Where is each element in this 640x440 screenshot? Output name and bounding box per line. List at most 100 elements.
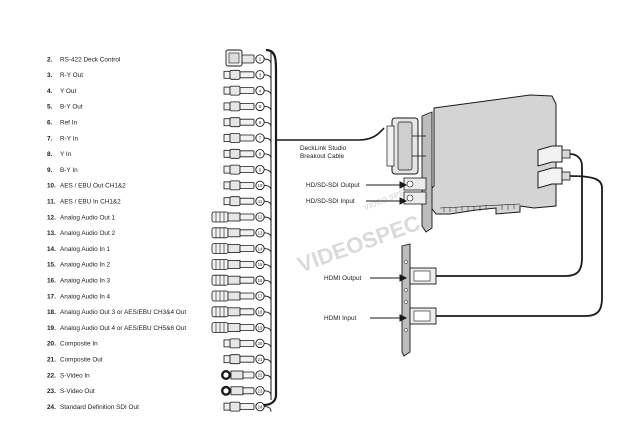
connector-number: 22. [47, 372, 56, 379]
connector-number: 19. [47, 325, 56, 332]
cable-number-tag: 12 [255, 212, 272, 223]
connector-row: 23. S-Video Out 23 [47, 385, 272, 396]
deck-plug-icon [225, 49, 255, 67]
cable-tag-number: 23 [258, 389, 263, 394]
bnc-plug-icon [223, 133, 255, 143]
xlr-plug-icon [211, 274, 255, 286]
connector-label: Standard Definition SDI Out [60, 404, 139, 411]
cable-tag-number: 5 [259, 104, 262, 109]
connector-number: 12. [47, 214, 56, 221]
bnc-plug-icon [223, 117, 255, 128]
connector-label: R-Y Out [60, 72, 83, 79]
breakout-cable-line [276, 127, 385, 141]
cable-number-tag: 4 [255, 85, 272, 96]
cable-tag-number: 8 [259, 152, 262, 157]
bnc-plug-icon [223, 164, 255, 175]
card-hdmi-ports [537, 145, 571, 189]
connector-number: 23. [47, 388, 56, 395]
connector-label: Analog Audio Out 4 or AES/EBU CH5&6 Out [60, 325, 186, 332]
hdmi-input-label: HDMI Input [324, 315, 357, 322]
connector-row: 2. RS-422 Deck Control 2 [47, 49, 272, 67]
cable-tag-number: 7 [259, 136, 262, 141]
xlr-plug-icon [211, 211, 255, 223]
connector-row: 6. Ref In 6 [47, 117, 272, 128]
hdmi-arrows [370, 274, 408, 322]
bnc-plug-icon [223, 69, 255, 80]
sdi-arrows [366, 181, 408, 205]
bnc-plug-icon [223, 148, 255, 159]
connector-number: 9. [47, 167, 53, 174]
cable-tag-number: 17 [258, 294, 263, 299]
connector-label: Composite In [60, 341, 98, 348]
bnc-plug-icon [223, 354, 255, 365]
cable-tag-number: 2 [259, 57, 262, 62]
connector-label: AES / EBU In CH1&2 [60, 199, 121, 206]
cable-tag-number: 10 [258, 183, 263, 188]
cable-tag-number: 12 [258, 215, 263, 220]
xlr-plug-icon [211, 227, 255, 239]
connector-number: 2. [47, 56, 53, 63]
connector-label: RS-422 Deck Control [60, 56, 120, 63]
cable-tag-number: 6 [259, 120, 262, 125]
cable-number-tag: 5 [255, 101, 272, 112]
cable-number-tag: 2 [255, 54, 272, 65]
cable-number-tag: 3 [255, 70, 272, 80]
connector-label: R-Y In [60, 135, 78, 142]
connector-row: 24. Standard Definition SDI Out 24 [47, 401, 272, 412]
connector-label: Analog Audio In 3 [60, 278, 111, 285]
cable-number-tag: 24 [255, 401, 272, 412]
xlr-plug-icon [211, 258, 255, 270]
connector-label: B-Y In [60, 167, 78, 174]
cable-number-tag: 19 [255, 322, 272, 333]
bnc-plug-icon [223, 401, 255, 412]
connector-number: 7. [47, 135, 53, 142]
pcie-card [386, 94, 557, 233]
connector-number: 11. [47, 199, 56, 206]
connector-number: 17. [47, 293, 56, 300]
connector-row: 9. B-Y In 9 [47, 164, 272, 175]
connector-number: 5. [47, 104, 53, 111]
cable-tag-number: 18 [258, 310, 263, 315]
cable-tag-number: 16 [258, 278, 263, 283]
connector-label: Analog Audio Out 2 [60, 230, 116, 237]
cable-number-tag: 10 [255, 180, 272, 191]
breakout-cable-bundle [263, 48, 278, 407]
connector-row: 17. Analog Audio In 4 17 [47, 290, 272, 302]
cable-tag-number: 20 [258, 341, 263, 346]
connector-number: 6. [47, 120, 53, 127]
connector-number: 21. [47, 357, 56, 364]
cable-number-tag: 17 [255, 291, 272, 302]
bnc-plug-icon [223, 196, 255, 207]
connector-label: B-Y Out [60, 104, 83, 111]
xlr-plug-icon [211, 243, 255, 255]
connector-number: 13. [47, 230, 56, 237]
connector-label: Analog Audio In 4 [60, 293, 111, 300]
connector-number: 14. [47, 246, 56, 253]
cable-tag-number: 9 [259, 167, 262, 172]
svideo-plug-icon [221, 385, 255, 396]
cable-number-tag: 20 [255, 338, 272, 349]
connector-number: 24. [47, 404, 56, 411]
cable-tag-number: 19 [258, 325, 263, 330]
cable-number-tag: 23 [255, 386, 272, 396]
connector-label: Ref In [60, 120, 77, 127]
connector-label: S-Video Out [60, 388, 95, 395]
connector-row: 19. Analog Audio Out 4 or AES/EBU CH5&6 O… [47, 322, 272, 334]
bnc-plug-icon [223, 180, 255, 191]
cable-number-tag: 22 [255, 370, 272, 381]
hdmi-output-label: HDMI Output [324, 275, 362, 282]
connector-label: Composite Out [60, 357, 103, 364]
connector-label: Y In [60, 151, 72, 158]
connector-number: 18. [47, 309, 56, 316]
